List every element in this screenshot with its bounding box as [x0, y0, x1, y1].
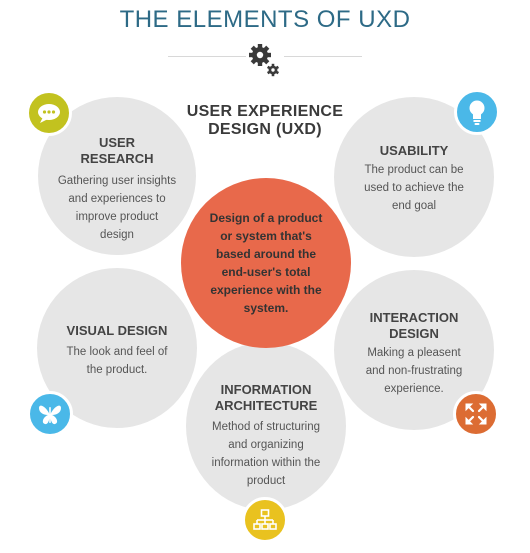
gears-icon	[246, 42, 284, 80]
information-architecture-description: Method of structuring and organizing inf…	[186, 418, 346, 490]
heading-line: RESEARCH	[80, 151, 154, 166]
center-heading: USER EXPERIENCE DESIGN (UXD)	[150, 103, 380, 139]
description-line: system.	[243, 301, 289, 315]
description-line: end-user's total	[221, 265, 311, 279]
speech-bubble-icon	[26, 90, 72, 136]
description-line: design	[100, 229, 134, 241]
center-heading-line: DESIGN (UXD)	[208, 121, 322, 138]
information-architecture-circle: INFORMATION ARCHITECTURE Method of struc…	[186, 342, 346, 510]
description-line: based around the	[215, 247, 316, 261]
heading-line: DESIGN	[389, 326, 439, 341]
page-title: THE ELEMENTS OF UXD	[119, 6, 411, 33]
description-line: improve product	[75, 211, 159, 223]
description-line: and organizing	[228, 439, 304, 451]
information-architecture-heading: INFORMATION ARCHITECTURE	[186, 382, 346, 414]
interaction-design-description: Making a pleasent and non-frustrating ex…	[334, 344, 494, 398]
description-line: experience.	[384, 383, 444, 395]
visual-design-heading: VISUAL DESIGN	[37, 323, 197, 339]
heading-line: USABILITY	[379, 143, 449, 158]
center-heading-line: USER EXPERIENCE	[186, 103, 344, 120]
butterfly-icon	[27, 391, 73, 437]
description-line: the product.	[86, 364, 148, 376]
user-research-circle: USER RESEARCH Gathering user insights an…	[38, 97, 196, 255]
heading-line: USER	[98, 135, 136, 150]
uxd-definition: Design of a product or system that's bas…	[181, 209, 351, 317]
heading-line: INTERACTION	[369, 310, 459, 325]
heading-line: ARCHITECTURE	[214, 398, 318, 413]
expand-arrows-icon	[453, 391, 499, 437]
title-divider-left	[168, 56, 246, 57]
description-line: and experiences to	[68, 193, 166, 205]
sitemap-icon	[242, 497, 288, 543]
description-line: experience with the	[210, 283, 322, 297]
usability-heading: USABILITY	[334, 143, 494, 159]
user-research-heading: USER RESEARCH	[38, 135, 196, 167]
description-line: Method of structuring	[211, 421, 321, 433]
visual-design-description: The look and feel of the product.	[37, 343, 197, 379]
title-divider-right	[284, 56, 362, 57]
usability-description: The product can be used to achieve the e…	[334, 161, 494, 215]
lightbulb-icon	[454, 89, 500, 135]
description-line: The look and feel of	[66, 346, 168, 358]
description-line: product	[246, 475, 286, 487]
heading-line: INFORMATION	[220, 382, 312, 397]
description-line: Gathering user insights	[57, 175, 177, 187]
uxd-definition-circle: Design of a product or system that's bas…	[181, 178, 351, 348]
heading-line: VISUAL DESIGN	[66, 323, 168, 338]
description-line: or system that's	[220, 229, 312, 243]
description-line: and non-frustrating	[365, 365, 463, 377]
description-line: end goal	[391, 200, 437, 212]
description-line: information within the	[211, 457, 321, 469]
description-line: used to achieve the	[364, 182, 464, 194]
user-research-description: Gathering user insights and experiences …	[38, 172, 196, 244]
description-line: The product can be	[364, 164, 464, 176]
description-line: Making a pleasent	[367, 347, 461, 359]
interaction-design-heading: INTERACTION DESIGN	[334, 310, 494, 342]
description-line: Design of a product	[209, 211, 323, 225]
